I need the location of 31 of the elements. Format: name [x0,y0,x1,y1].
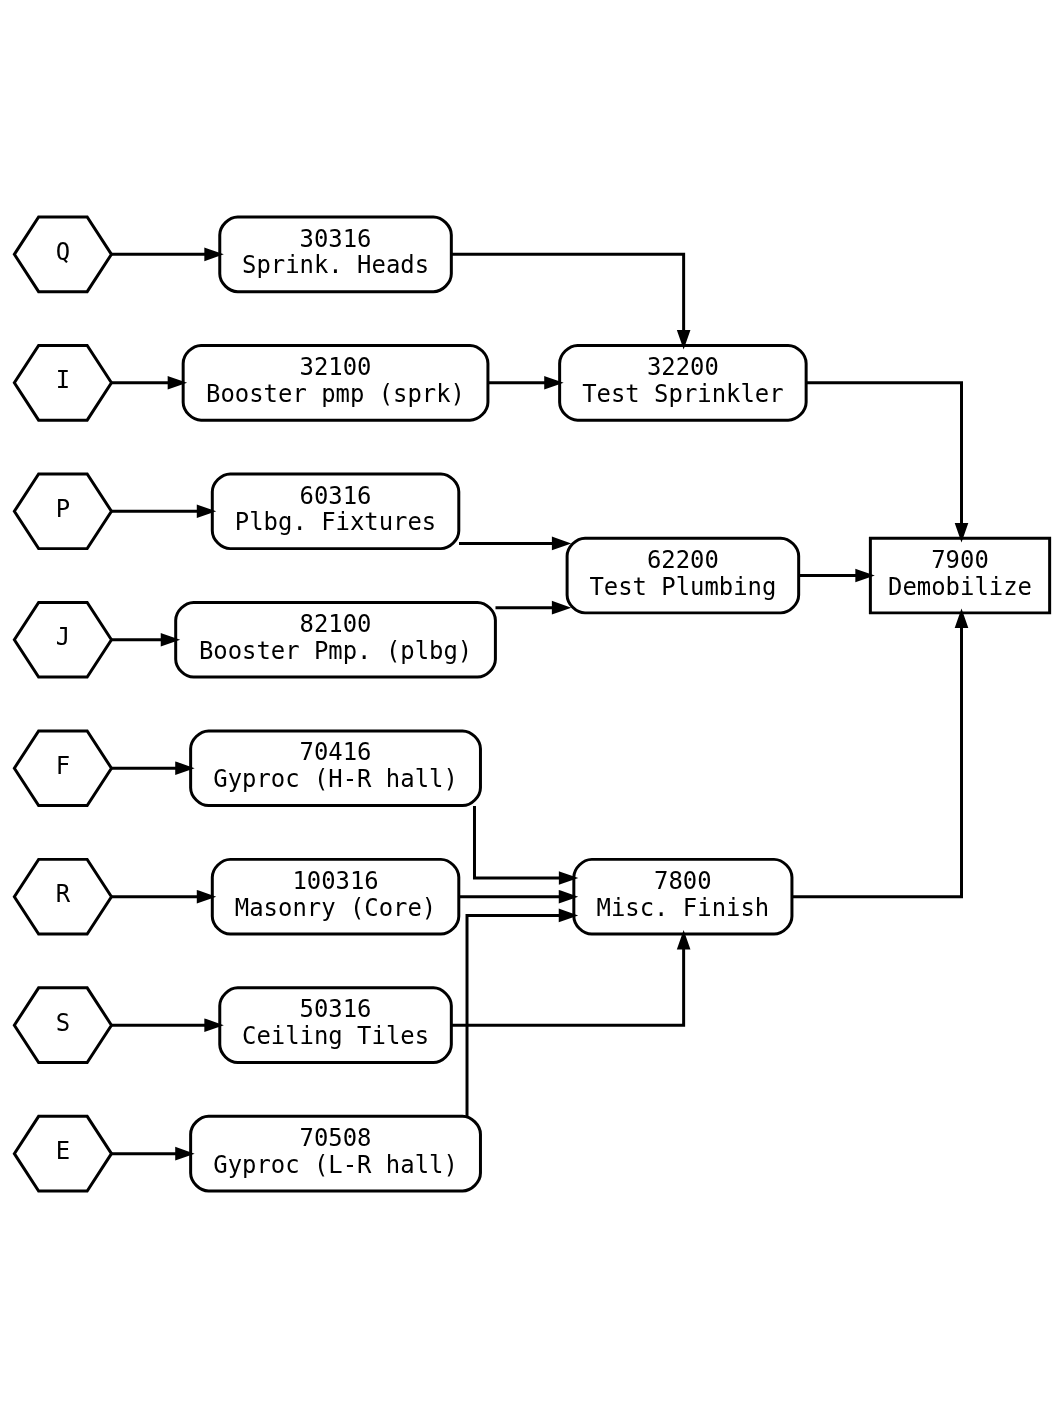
node-box: 70416 Gyproc (H-R hall) [189,729,482,808]
arrow [488,376,564,390]
arrow [451,252,691,350]
arrow [495,600,572,615]
arrow [792,608,969,899]
arrow [798,568,875,583]
arrow [459,536,572,551]
node-box: 100316 Masonry (Core) [210,857,461,936]
node-box: 32100 Booster pmp (sprk) [181,343,490,422]
arrow [111,1146,195,1161]
arrow [111,632,181,647]
arrow [111,504,217,519]
node-box: 82100 Booster Pmp. (plbg) [174,600,497,679]
arrow [111,247,224,262]
node-box: 30316 Sprink. Heads [218,215,453,294]
arrow [806,381,969,543]
node-box: 7800 Misc. Finish [572,857,794,936]
node-box: 32200 Test Sprinkler [558,343,808,422]
arrow [111,889,217,904]
node-box: 62200 Test Plumbing [565,536,801,615]
arrow [451,930,691,1027]
node-box: 7900 Demobilize [868,536,1052,615]
node-box: 70508 Gyproc (L-R hall) [189,1114,482,1193]
arrow [459,889,579,904]
arrow [111,1018,224,1032]
arrow [111,761,195,776]
arrow [465,908,579,1116]
node-box: 60316 Plbg. Fixtures [210,472,461,551]
node-box: 50316 Ceiling Tiles [218,986,453,1065]
arrow [473,806,579,885]
arrow [111,376,188,390]
